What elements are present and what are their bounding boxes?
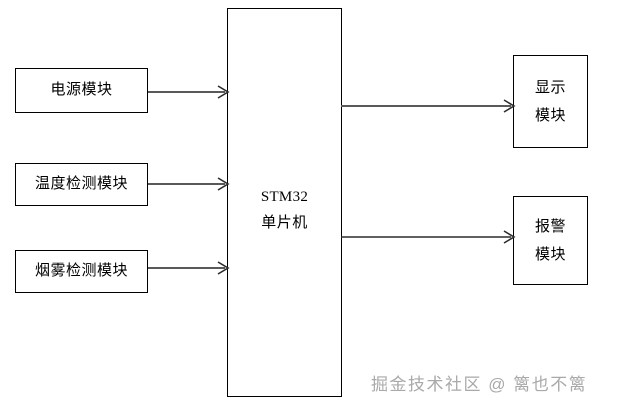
node-mcu[interactable]: STM32 单片机 — [227, 8, 342, 397]
node-power-module-label: 电源模块 — [50, 81, 113, 99]
arrow-temperature-to-mcu — [148, 177, 230, 191]
node-temperature-module[interactable]: 温度检测模块 — [15, 163, 148, 206]
arrow-smoke-to-mcu — [148, 261, 230, 275]
node-alarm-module-label-line1: 报警 — [534, 217, 566, 235]
arrow-power-to-mcu — [148, 85, 230, 99]
node-mcu-label-type: 单片机 — [261, 214, 308, 232]
node-display-module-label-line1: 显示 — [534, 78, 566, 96]
arrow-mcu-to-alarm — [341, 230, 516, 244]
watermark-text: 掘金技术社区 @ 篱也不篱 — [371, 375, 588, 394]
node-mcu-label-model: STM32 — [260, 189, 309, 205]
node-temperature-module-label: 温度检测模块 — [34, 175, 128, 193]
node-display-module[interactable]: 显示 模块 — [513, 55, 588, 148]
node-power-module[interactable]: 电源模块 — [15, 68, 148, 113]
node-smoke-module[interactable]: 烟雾检测模块 — [15, 250, 148, 293]
arrow-mcu-to-display — [341, 99, 516, 113]
node-smoke-module-label: 烟雾检测模块 — [34, 262, 128, 280]
node-alarm-module[interactable]: 报警 模块 — [513, 196, 588, 285]
node-alarm-module-label-line2: 模块 — [534, 245, 566, 263]
node-display-module-label-line2: 模块 — [534, 106, 566, 124]
